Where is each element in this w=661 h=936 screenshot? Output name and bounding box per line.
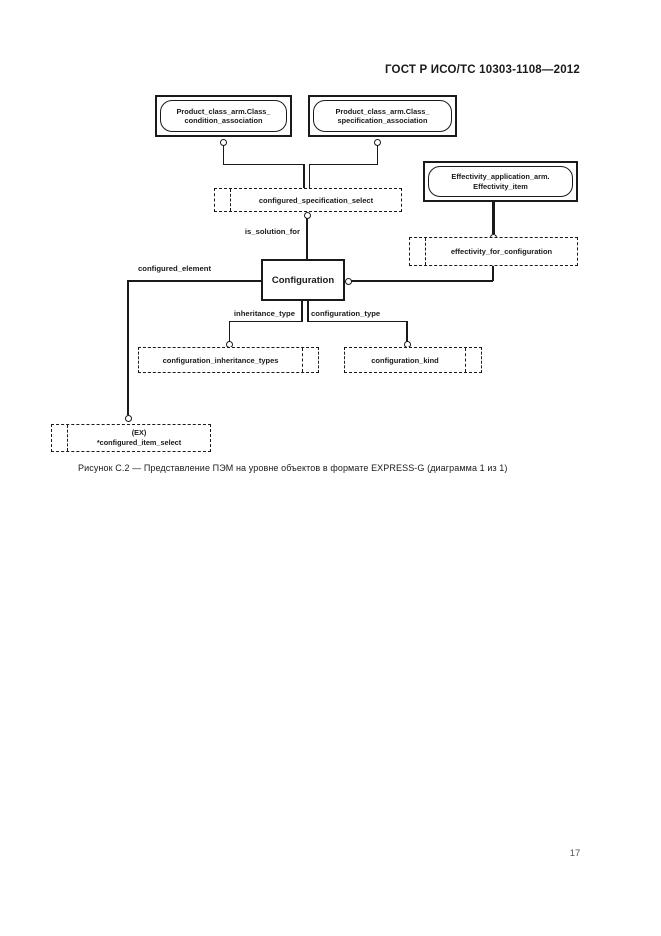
type-box-divider	[302, 348, 303, 372]
relation-end-circle	[344, 277, 352, 285]
connector-line	[308, 163, 378, 165]
type-label-line: *configured_item_select	[96, 438, 182, 447]
entity-ref-box-class-condition-association: Product_class_arm.Class_ condition_assoc…	[155, 95, 292, 137]
type-box-divider	[465, 348, 466, 372]
attribute-label-configuration-type: configuration_type	[311, 309, 381, 318]
connector-line	[127, 280, 129, 415]
connector-line	[222, 145, 224, 165]
entity-label-line: Product_class_arm.Class_	[335, 106, 430, 116]
relation-end-circle	[303, 211, 311, 219]
entity-ref-rounded-frame: Product_class_arm.Class_ specification_a…	[313, 100, 452, 132]
page-header: ГОСТ Р ИСО/ТС 10303-1108—2012	[384, 64, 580, 76]
type-label: effectivity_for_configuration	[450, 247, 553, 256]
type-label: configuration_kind	[371, 355, 439, 365]
connector-line	[127, 280, 262, 282]
type-box-configuration-inheritance-types: configuration_inheritance_types	[138, 347, 319, 373]
connector-line	[307, 320, 408, 323]
relation-end-circle	[219, 138, 227, 146]
connector-line	[303, 163, 305, 189]
connector-line	[351, 280, 493, 282]
type-box-configuration-kind: configuration_kind	[344, 347, 482, 373]
connector-line	[228, 320, 230, 342]
connector-line	[376, 145, 378, 165]
attribute-label-configured-element: configured_element	[138, 264, 212, 273]
type-box-divider	[67, 425, 68, 451]
relation-end-circle	[373, 138, 381, 146]
connector-line	[308, 163, 311, 189]
connector-line	[307, 301, 309, 322]
connector-line	[406, 320, 408, 342]
entity-label-line: Effectivity_application_arm.	[451, 172, 550, 181]
figure-caption: Рисунок С.2 — Представление ПЭМ на уровн…	[78, 463, 508, 473]
page-number: 17	[569, 848, 581, 859]
entity-label-line: specification_association	[337, 116, 428, 125]
select-type-box-configured-specification-select: configured_specification_select	[214, 188, 402, 212]
entity-label: Configuration	[271, 274, 335, 286]
type-label: configured_specification_select	[258, 195, 374, 205]
connector-line	[306, 218, 308, 259]
type-box-divider	[230, 189, 231, 211]
attribute-label-is-solution-for: is_solution_for	[244, 227, 300, 236]
type-label-line: (EX)	[131, 428, 147, 437]
relation-end-circle	[124, 414, 132, 422]
connector-line-thick	[491, 202, 495, 234]
express-g-diagram: Product_class_arm.Class_ condition_assoc…	[0, 0, 661, 460]
entity-ref-rounded-frame: Effectivity_application_arm. Effectivity…	[428, 166, 573, 197]
select-type-box-effectivity-for-configuration: effectivity_for_configuration	[409, 237, 578, 266]
entity-label-line: Effectivity_item	[473, 181, 528, 191]
entity-label-line: Product_class_arm.Class_	[176, 106, 271, 116]
entity-ref-rounded-frame: Product_class_arm.Class_ condition_assoc…	[160, 100, 287, 132]
connector-line	[492, 265, 494, 281]
connector-line	[301, 301, 303, 322]
select-type-box-configured-item-select: (EX) *configured_item_select	[51, 424, 211, 452]
type-label: configuration_inheritance_types	[162, 355, 279, 365]
entity-box-configuration: Configuration	[261, 259, 345, 301]
connector-line	[222, 163, 305, 165]
entity-ref-box-class-specification-association: Product_class_arm.Class_ specification_a…	[308, 95, 457, 137]
entity-ref-box-effectivity-item: Effectivity_application_arm. Effectivity…	[423, 161, 578, 202]
entity-label-line: condition_association	[184, 116, 263, 125]
connector-line	[228, 320, 303, 323]
type-box-divider	[425, 238, 426, 265]
attribute-label-inheritance-type: inheritance_type	[233, 309, 295, 318]
